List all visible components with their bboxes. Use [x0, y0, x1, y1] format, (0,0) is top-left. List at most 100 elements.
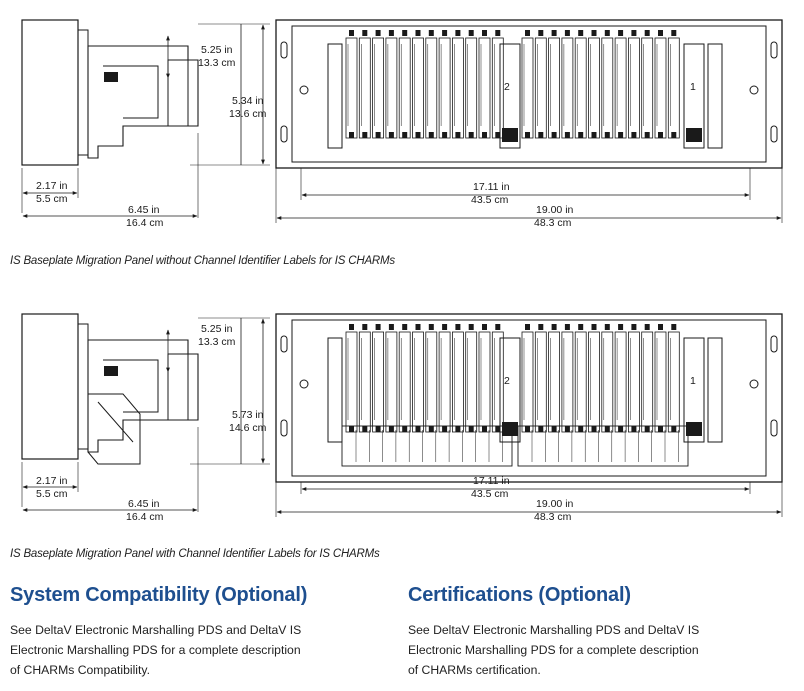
- dim-depth-cm: 16.4 cm: [126, 511, 164, 523]
- charm-module: [614, 37, 627, 139]
- charm-module: [561, 331, 574, 433]
- body-line: See DeltaV Electronic Marshalling PDS an…: [408, 623, 700, 637]
- dim-inner-width-in: 17.11 in: [473, 181, 510, 193]
- figure-without-labels: 5.25 in 13.3 cm 5.34 in 13.6 cm 2.17 in …: [8, 8, 798, 248]
- charm-module: [478, 331, 491, 433]
- charm-terminal: [362, 426, 368, 432]
- charm-terminal: [402, 132, 408, 138]
- charm-latch: [631, 324, 637, 330]
- charm-latch: [402, 324, 408, 330]
- bus-connector: [686, 128, 702, 142]
- charm-terminal: [525, 426, 530, 432]
- charm-latch: [495, 30, 501, 36]
- charm-latch: [455, 324, 461, 330]
- bracket: [77, 323, 89, 450]
- dim-depth-in: 6.45 in: [128, 498, 160, 510]
- dim-mount-in: 2.17 in: [36, 475, 68, 487]
- charm-module: [534, 37, 547, 139]
- dim-inner-width-cm: 43.5 cm: [471, 488, 509, 500]
- side-view: [21, 313, 270, 512]
- charm-terminal: [671, 426, 677, 432]
- charm-module: [628, 37, 640, 139]
- charm-latch: [604, 324, 610, 330]
- charm-terminal: [362, 132, 368, 138]
- charm-module: [654, 37, 667, 139]
- mounting-slot: [280, 419, 288, 437]
- slot-label-1: 1: [690, 375, 696, 387]
- charm-terminal: [349, 426, 354, 432]
- charm-latch: [388, 30, 394, 36]
- module-detail: [103, 65, 159, 119]
- certifications-section: Certifications (Optional) See DeltaV Ele…: [408, 584, 748, 680]
- system-compatibility-section: System Compatibility (Optional) See Delt…: [10, 584, 350, 680]
- rack-inner-frame: [291, 25, 767, 163]
- charm-latch: [388, 324, 394, 330]
- brand-logo: [104, 366, 118, 376]
- charm-terminal: [442, 132, 448, 138]
- bus-connector: [502, 422, 518, 436]
- mounting-slot: [280, 335, 288, 353]
- dim-top-depth-cm: 13.3 cm: [198, 336, 236, 348]
- charm-module: [588, 331, 600, 433]
- front-view: [275, 313, 783, 517]
- charm-module: [654, 331, 667, 433]
- charm-terminal: [538, 426, 544, 432]
- dim-top-depth-in: 5.25 in: [201, 323, 233, 335]
- mounting-slot: [280, 125, 288, 143]
- dim-mount-in: 2.17 in: [36, 180, 68, 192]
- charm-latch: [525, 30, 530, 36]
- module-latch: [167, 59, 189, 127]
- charm-module: [345, 37, 358, 139]
- dimension-drawing: 5.25 in 13.3 cm 5.34 in 13.6 cm 2.17 in …: [21, 19, 783, 229]
- dim-top-depth-cm: 13.3 cm: [198, 57, 236, 69]
- charm-module: [412, 37, 424, 139]
- body-line: Electronic Marshalling PDS for a complet…: [10, 643, 301, 657]
- charm-latch: [604, 30, 610, 36]
- charm-latch: [349, 30, 354, 36]
- body-line: of CHARMs Compatibility.: [10, 663, 150, 677]
- charm-terminal: [468, 132, 474, 138]
- slot-label-2: 2: [504, 81, 510, 93]
- mounting-slot: [770, 41, 778, 59]
- charm-latch: [428, 324, 434, 330]
- charm-module: [438, 331, 451, 433]
- charm-module: [398, 331, 411, 433]
- dim-depth-cm: 16.4 cm: [126, 217, 164, 229]
- dim-outer-width-in: 19.00 in: [536, 498, 574, 510]
- charm-latch: [591, 324, 597, 330]
- section-heading: System Compatibility (Optional): [10, 584, 308, 606]
- charm-terminal: [538, 132, 544, 138]
- charm-module: [667, 331, 680, 433]
- charm-terminal: [604, 426, 610, 432]
- charm-terminal: [402, 426, 408, 432]
- charm-module: [521, 37, 534, 139]
- charm-module: [521, 331, 534, 433]
- charm-terminal: [428, 132, 434, 138]
- charm-latch: [564, 324, 570, 330]
- mounting-slot: [770, 335, 778, 353]
- module-housing: [87, 339, 199, 453]
- figure-caption: IS Baseplate Migration Panel without Cha…: [10, 255, 395, 267]
- charm-terminal: [375, 426, 381, 432]
- charm-latch: [538, 324, 544, 330]
- charm-module: [491, 37, 504, 139]
- figure-caption: IS Baseplate Migration Panel with Channe…: [10, 548, 380, 560]
- charm-latch: [658, 30, 663, 36]
- carrier-divider-2: [499, 337, 521, 443]
- charm-terminal: [525, 132, 530, 138]
- dim-outer-width-in: 19.00 in: [536, 204, 574, 216]
- charm-latch: [362, 324, 368, 330]
- charm-module: [548, 331, 560, 433]
- charm-latch: [551, 324, 557, 330]
- carrier-divider-2: [499, 43, 521, 149]
- charm-module: [465, 331, 478, 433]
- ground-screw: [749, 379, 759, 389]
- charm-latch: [578, 324, 584, 330]
- charm-terminal: [495, 426, 501, 432]
- slot-label-2: 2: [504, 375, 510, 387]
- charm-module: [574, 331, 587, 433]
- charm-module: [372, 37, 385, 139]
- charm-latch: [482, 324, 487, 330]
- terminator-left: [327, 337, 343, 443]
- charm-latch: [375, 30, 381, 36]
